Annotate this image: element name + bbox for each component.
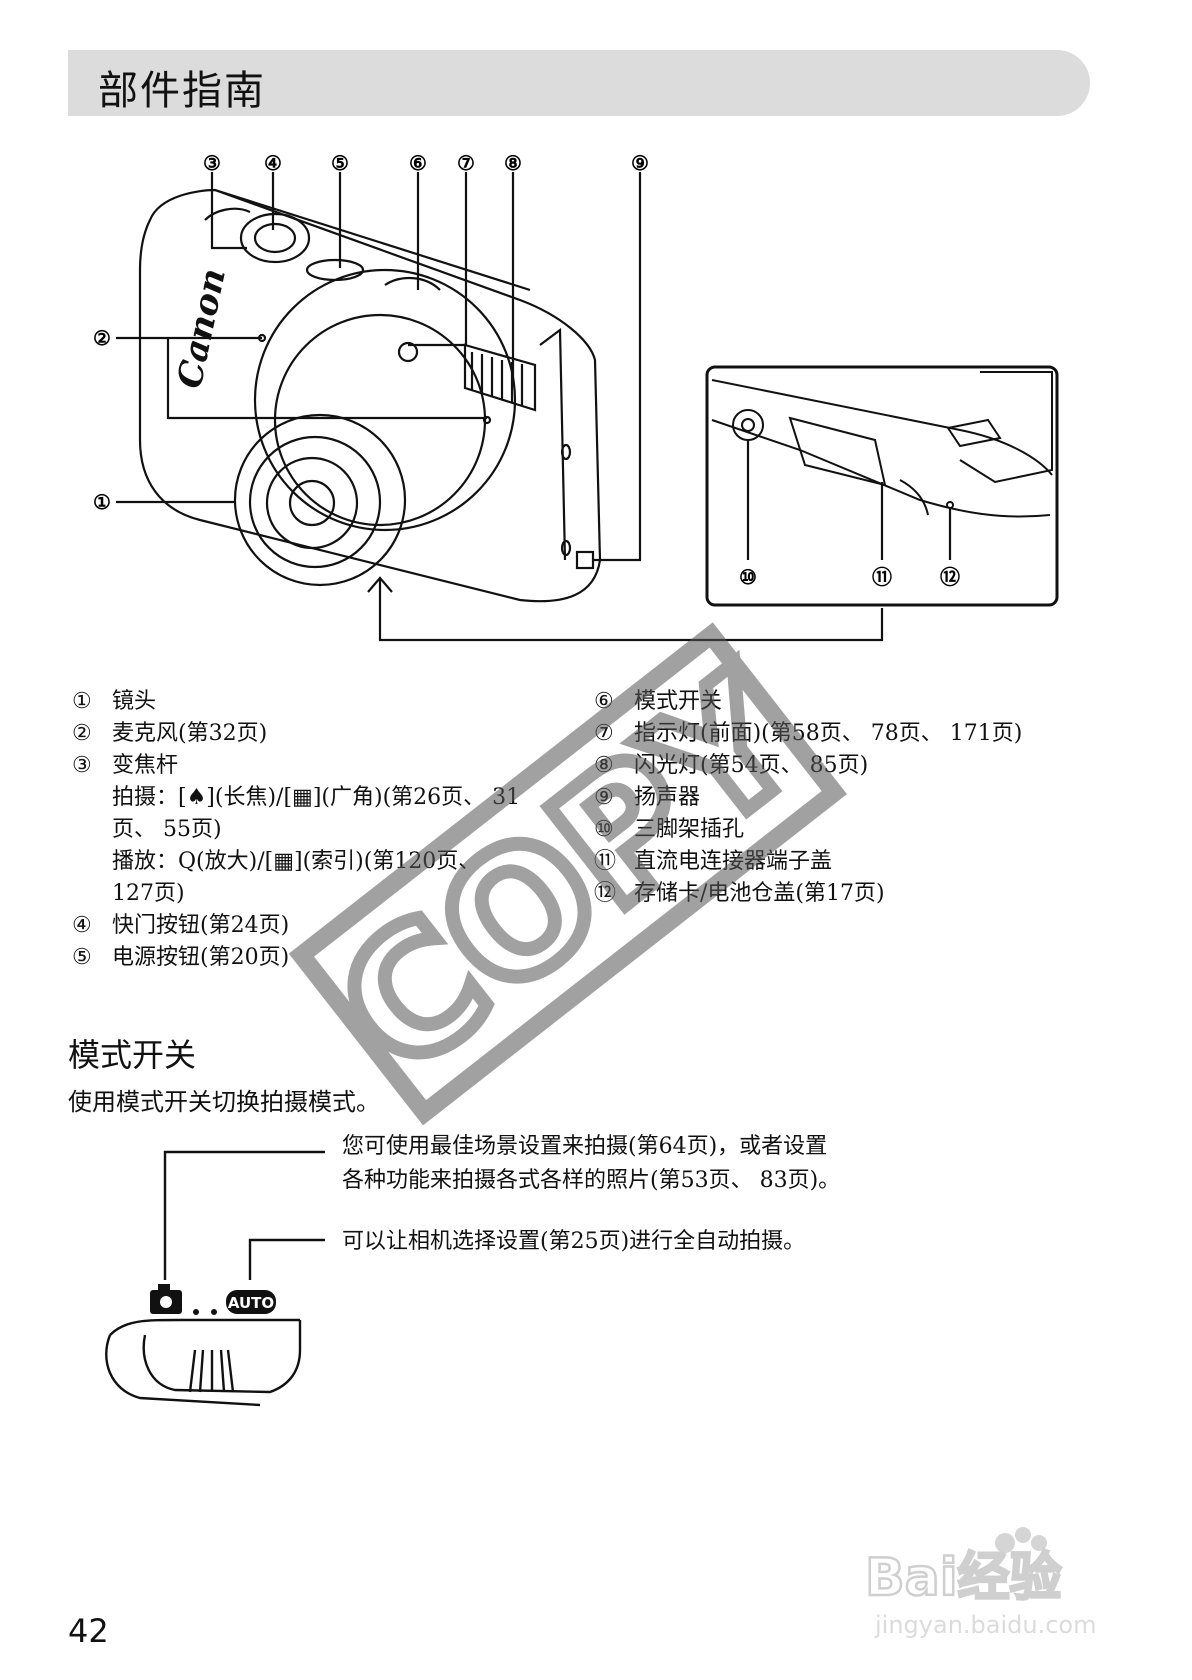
callout-12: ⑫ bbox=[940, 565, 960, 589]
baidu-watermark-logo: Bai经验 jingyan.baidu.com bbox=[864, 1527, 1096, 1639]
camera-parts-diagram: Canon ③ ④ ⑤ ⑥ ⑦ ⑧ ⑨ ② ① bbox=[93, 151, 1059, 642]
mode-switch-slider bbox=[105, 1318, 302, 1407]
svg-text:jingyan.baidu.com: jingyan.baidu.com bbox=[874, 1611, 1096, 1639]
section-title-bar: 部件指南 bbox=[68, 50, 1090, 116]
page-title: 部件指南 bbox=[98, 68, 266, 114]
mode-dot bbox=[211, 1309, 217, 1315]
page-number: 42 bbox=[68, 1612, 109, 1650]
part-subline: 播放：Q(放大)/[▦](索引)(第120页、 bbox=[112, 849, 481, 874]
auto-mode-description: 可以让相机选择设置(第25页)进行全自动拍摄。 bbox=[342, 1229, 806, 1254]
svg-text:Bai经验: Bai经验 bbox=[865, 1548, 1062, 1608]
part-subline: 拍摄：[♠](长焦)/[▦](广角)(第26页、 31 bbox=[112, 785, 521, 810]
section-heading: 模式开关 bbox=[68, 1036, 197, 1074]
camera-mode-description: 您可使用最佳场景设置来拍摄(第64页)，或者设置 各种功能来拍摄各式各样的照片(… bbox=[342, 1134, 841, 1193]
camera-body-illustration bbox=[138, 188, 602, 603]
svg-text:AUTO: AUTO bbox=[228, 1294, 274, 1312]
camera-bottom-inset: ⑩ ⑪ ⑫ bbox=[705, 365, 1059, 607]
callout-numbers-top: ③ ④ ⑤ ⑥ ⑦ ⑧ ⑨ ② ① bbox=[93, 151, 649, 514]
camera-mode-icon bbox=[150, 1284, 182, 1314]
callout-8: ⑧ bbox=[504, 151, 522, 175]
callout-5: ⑤ bbox=[331, 151, 349, 175]
callout-6: ⑥ bbox=[409, 151, 427, 175]
auto-mode-leader bbox=[248, 1238, 325, 1280]
section-description: 使用模式开关切换拍摄模式。 bbox=[68, 1088, 380, 1116]
callout-leader-lines bbox=[116, 172, 884, 642]
mode-dot bbox=[193, 1309, 199, 1315]
callout-3: ③ bbox=[203, 151, 221, 175]
auto-mode-icon: AUTO bbox=[226, 1290, 276, 1314]
callout-9: ⑨ bbox=[631, 151, 649, 175]
callout-1: ① bbox=[93, 490, 111, 514]
mode-switch-diagram: AUTO bbox=[105, 1150, 325, 1407]
part-subline: 127页) bbox=[112, 881, 185, 906]
camera-mode-leader bbox=[163, 1150, 325, 1280]
callout-2: ② bbox=[93, 326, 111, 350]
callout-11: ⑪ bbox=[872, 565, 892, 589]
callout-7: ⑦ bbox=[457, 151, 475, 175]
part-subline: 页、 55页) bbox=[112, 817, 222, 842]
callout-10: ⑩ bbox=[739, 565, 757, 589]
brand-logo: Canon bbox=[170, 265, 234, 392]
callout-4: ④ bbox=[264, 151, 282, 175]
